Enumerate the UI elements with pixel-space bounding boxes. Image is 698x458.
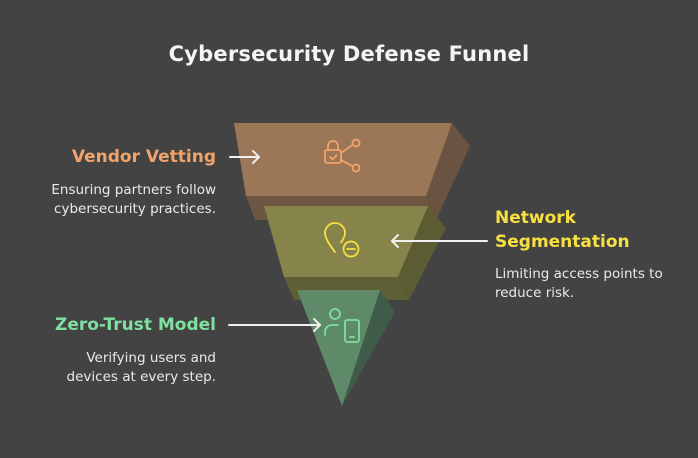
- arrow-network-segmentation: [391, 234, 488, 248]
- funnel-segment-vendor-vetting: [234, 123, 470, 220]
- description-network-segmentation-line-2: reduce risk.: [495, 285, 575, 301]
- label-network-segmentation-line-1: Network: [495, 208, 576, 228]
- description-network-segmentation: Limiting access points to reduce risk.: [495, 265, 691, 303]
- description-vendor-vetting-line-2: cybersecurity practices.: [54, 201, 216, 217]
- arrow-vendor-vetting: [229, 150, 260, 164]
- funnel-segment-zero-trust: [297, 290, 395, 406]
- location-minus-icon: [324, 222, 360, 258]
- label-zero-trust-model: Zero-Trust Model: [55, 315, 216, 335]
- diagram-title: Cybersecurity Defense Funnel: [168, 42, 530, 66]
- description-vendor-vetting: Ensuring partners follow cybersecurity p…: [10, 181, 216, 219]
- description-zero-trust-model-line-2: devices at every step.: [66, 369, 216, 385]
- description-zero-trust-model: Verifying users and devices at every ste…: [10, 349, 216, 387]
- description-network-segmentation-line-1: Limiting access points to: [495, 266, 663, 282]
- description-vendor-vetting-line-1: Ensuring partners follow: [51, 182, 216, 198]
- label-network-segmentation: Network Segmentation: [495, 206, 685, 254]
- description-zero-trust-model-line-1: Verifying users and: [86, 350, 216, 366]
- user-device-icon: [324, 308, 360, 343]
- funnel-segment-network-segmentation: [264, 206, 446, 300]
- label-vendor-vetting: Vendor Vetting: [71, 147, 216, 167]
- arrow-zero-trust: [228, 318, 321, 332]
- label-network-segmentation-line-2: Segmentation: [495, 232, 630, 252]
- lock-share-icon: [324, 138, 361, 173]
